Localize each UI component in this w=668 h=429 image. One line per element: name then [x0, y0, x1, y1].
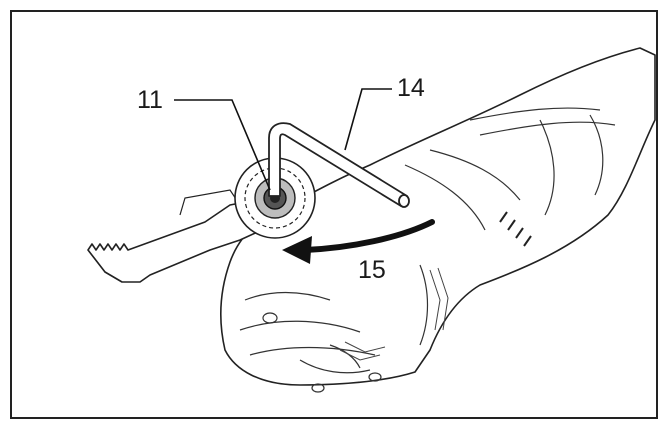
callout-rotation-direction-label: 15: [358, 256, 386, 284]
hex-wrench: [268, 122, 410, 208]
callout-hex-wrench-label: 14: [397, 74, 425, 102]
figure-border: [10, 10, 658, 419]
saw-blade: [87, 199, 263, 283]
multi-tool-body: [220, 47, 656, 386]
grip-ribs: [339, 267, 449, 361]
vent-slots: [499, 211, 532, 247]
leader-line-14: [344, 88, 392, 151]
leader-line-11: [174, 99, 271, 191]
body-details: [239, 107, 616, 393]
leader-lines: [174, 88, 392, 191]
rotation-arrow: [282, 219, 435, 264]
callout-screw-label: 11: [137, 86, 163, 114]
